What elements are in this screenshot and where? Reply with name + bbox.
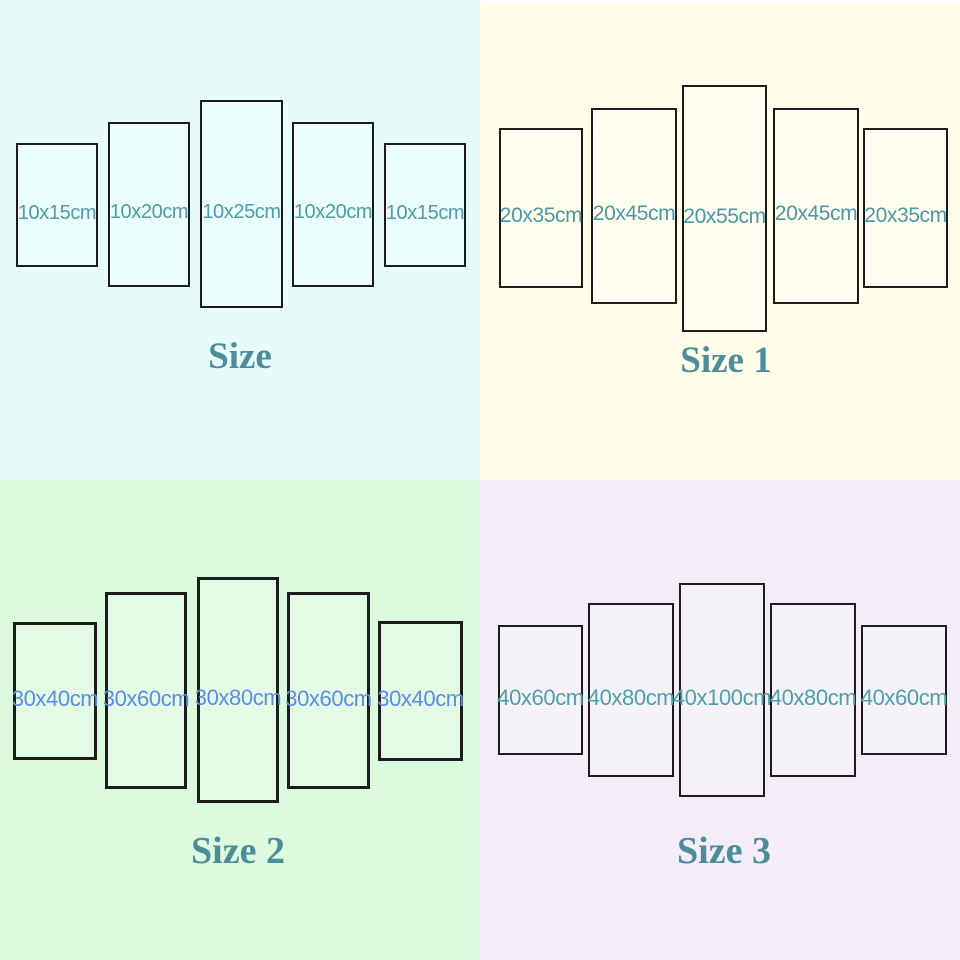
panel-size-label: 40x100cm	[672, 685, 772, 710]
panel: 30x60cm	[102, 592, 190, 789]
panel: 30x60cm	[285, 592, 372, 789]
panel: 30x40cm	[11, 622, 99, 760]
panel: 40x60cm	[497, 625, 584, 755]
panel-size-label: 10x15cm	[17, 201, 97, 224]
panel: 20x55cm	[682, 85, 767, 332]
panel-size-label: 20x45cm	[774, 202, 858, 225]
quadrant-size-2: 30x40cm 30x60cm 30x80cm 30x60cm 30x40cm …	[0, 480, 480, 960]
panel: 40x60cm	[860, 625, 948, 755]
panel-size-label: 40x80cm	[769, 685, 857, 710]
panel: 40x80cm	[769, 603, 857, 777]
quadrant-title: Size 2	[191, 830, 285, 872]
panel: 10x15cm	[16, 143, 98, 267]
panel: 20x35cm	[863, 128, 948, 288]
quadrant-size-1: 20x35cm 20x45cm 20x55cm 20x45cm 20x35cm …	[480, 0, 960, 480]
quadrant-title: Size 3	[677, 830, 771, 872]
panel-size-label: 10x20cm	[293, 201, 373, 223]
panel-size-label: 20x35cm	[864, 204, 947, 227]
panel-size-label: 10x25cm	[202, 200, 281, 223]
quadrant-size: 10x15cm 10x20cm 10x25cm 10x20cm 10x15cm …	[0, 0, 480, 480]
panel: 40x80cm	[587, 603, 675, 777]
panel: 10x25cm	[200, 100, 283, 308]
panel: 10x15cm	[384, 143, 466, 267]
panel: 20x45cm	[773, 108, 859, 304]
panel-size-label: 40x60cm	[860, 685, 948, 710]
panel: 20x35cm	[499, 128, 583, 288]
panel-size-label: 30x80cm	[194, 685, 282, 710]
panel: 30x80cm	[194, 577, 282, 803]
panel-size-label: 30x60cm	[285, 685, 372, 711]
panel-size-label: 40x60cm	[497, 685, 584, 710]
panel: 10x20cm	[292, 122, 374, 287]
panel: 20x45cm	[591, 108, 677, 304]
quadrant-size-3: 40x60cm 40x80cm 40x100cm 40x80cm 40x60cm…	[480, 480, 960, 960]
panel-size-label: 20x45cm	[592, 202, 676, 225]
panel-size-label: 30x60cm	[102, 685, 190, 711]
panel-size-label: 20x35cm	[499, 204, 583, 227]
panel: 10x20cm	[108, 122, 190, 287]
panel-size-label: 10x20cm	[109, 201, 189, 223]
panel: 30x40cm	[377, 621, 464, 761]
panel-size-label: 10x15cm	[385, 201, 465, 224]
panel-size-label: 40x80cm	[587, 685, 675, 710]
panel: 40x100cm	[673, 583, 772, 797]
panel-size-label: 30x40cm	[377, 686, 464, 711]
panel-size-label: 30x40cm	[11, 686, 99, 711]
quadrant-title: Size	[208, 336, 272, 377]
quadrant-title: Size 1	[680, 340, 772, 381]
panel-size-label: 20x55cm	[683, 204, 766, 228]
